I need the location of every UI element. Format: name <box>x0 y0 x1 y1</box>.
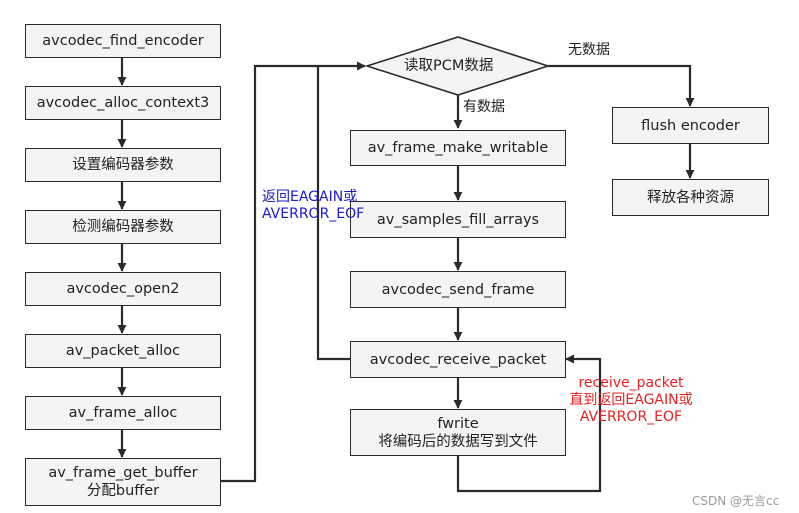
eagain-line2: AVERROR_EOF <box>262 206 365 222</box>
box-open2: avcodec_open2 <box>25 272 221 306</box>
box-label: avcodec_receive_packet <box>369 351 547 368</box>
box-label: av_samples_fill_arrays <box>376 211 540 228</box>
box-label: av_frame_alloc <box>68 405 178 421</box>
box-label: 检测编码器参数 <box>72 219 174 235</box>
box-label: flush encoder <box>641 117 740 134</box>
loop-line2: 直到返回EAGAIN或 <box>569 392 693 408</box>
arrow-eagain-loop <box>316 66 350 361</box>
box-label-line2: 分配buffer <box>86 483 160 499</box>
box-send-frame: avcodec_send_frame <box>350 271 566 308</box>
decision-no-label: 无数据 <box>568 42 610 58</box>
box-packet-alloc: av_packet_alloc <box>25 334 221 368</box>
box-find-encoder: avcodec_find_encoder <box>25 24 221 58</box>
loop-line1: receive_packet <box>578 375 684 391</box>
decision-diamond <box>364 36 551 96</box>
arrow-no <box>548 64 695 107</box>
box-frame-get-buffer: av_frame_get_buffer 分配buffer <box>25 458 221 506</box>
decision-yes-label: 有数据 <box>463 99 505 115</box>
arrow-receive-loop <box>456 354 602 493</box>
arrow-to-decision <box>220 61 366 483</box>
box-label: avcodec_find_encoder <box>42 33 204 49</box>
box-label: av_frame_make_writable <box>367 140 549 156</box>
box-frame-alloc: av_frame_alloc <box>25 396 221 430</box>
watermark: CSDN @无言cc <box>692 494 780 508</box>
box-release-resources: 释放各种资源 <box>612 179 769 216</box>
box-label-line1: fwrite <box>437 415 479 432</box>
receive-loop-annotation: receive_packet 直到返回EAGAIN或 AVERROR_EOF <box>566 375 696 426</box>
box-label-line2: 将编码后的数据写到文件 <box>378 433 538 450</box>
box-label: avcodec_alloc_context3 <box>36 95 210 111</box>
box-label: avcodec_send_frame <box>381 281 535 298</box>
box-label: 释放各种资源 <box>647 189 734 206</box>
box-receive-packet: avcodec_receive_packet <box>350 341 566 378</box>
box-flush-encoder: flush encoder <box>612 107 769 144</box>
box-alloc-context: avcodec_alloc_context3 <box>25 86 221 120</box>
loop-line3: AVERROR_EOF <box>579 409 683 425</box>
eagain-annotation: 返回EAGAIN或 AVERROR_EOF <box>262 189 364 223</box>
box-label: 设置编码器参数 <box>72 157 174 173</box>
box-fill-arrays: av_samples_fill_arrays <box>350 201 566 238</box>
box-label-line1: av_frame_get_buffer <box>48 465 198 481</box>
box-make-writable: av_frame_make_writable <box>350 130 566 166</box>
box-fwrite: fwrite 将编码后的数据写到文件 <box>350 409 566 456</box>
box-set-params: 设置编码器参数 <box>25 148 221 182</box>
box-label: av_packet_alloc <box>65 343 181 359</box>
box-label: avcodec_open2 <box>66 281 180 297</box>
decision-label: 读取PCM数据 <box>404 58 494 74</box>
box-check-params: 检测编码器参数 <box>25 210 221 244</box>
eagain-line1: 返回EAGAIN或 <box>262 189 358 205</box>
